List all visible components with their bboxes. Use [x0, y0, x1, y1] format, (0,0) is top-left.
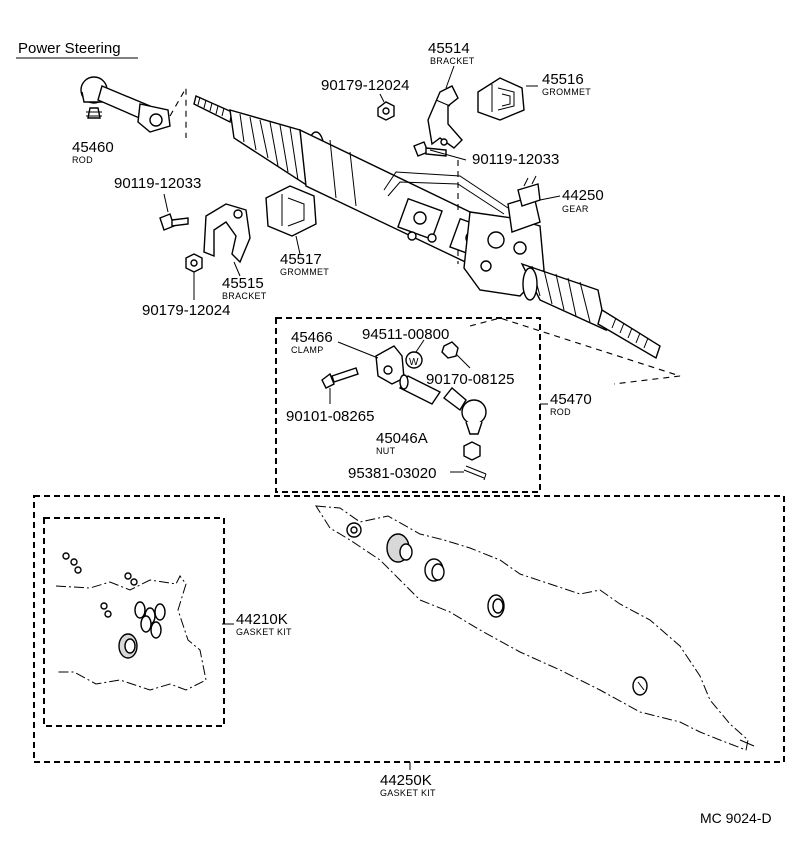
part-desc: BRACKET	[222, 291, 267, 301]
label-90101: 90101-08265	[286, 408, 374, 425]
label-95381: 95381-03020	[348, 465, 436, 482]
part-desc: GEAR	[562, 204, 589, 214]
bracket-icon[interactable]	[427, 85, 463, 149]
diagram-title: Power Steering	[18, 40, 121, 57]
bolt-top-leader	[429, 149, 467, 161]
castle-nut-icon[interactable]	[463, 441, 481, 461]
bolt-90101-icon[interactable]	[321, 367, 359, 389]
clamp-leader	[337, 341, 379, 359]
part-number: 45515	[222, 275, 264, 292]
part-desc: GASKET KIT	[236, 627, 292, 637]
label-44210K: 44210K GASKET KIT	[236, 611, 292, 637]
nut-bottom-icon[interactable]	[185, 253, 203, 273]
clamp-icon[interactable]	[375, 345, 405, 385]
label-45046A: 45046A NUT	[376, 430, 428, 456]
part-desc: GASKET KIT	[380, 788, 436, 798]
gasket-kit-box	[33, 495, 785, 763]
part-desc: GROMMET	[542, 87, 591, 97]
part-desc: BRACKET	[430, 56, 475, 66]
bolt-left-leader	[163, 193, 169, 213]
nut-top-leader	[379, 93, 385, 103]
bracket-left-icon[interactable]	[203, 203, 251, 264]
part-number: 45046A	[376, 430, 428, 447]
label-45460: 45460 ROD	[72, 139, 114, 165]
washer-mark: W	[409, 357, 419, 368]
nut-90170-leader	[455, 353, 471, 369]
cotter-pin-icon[interactable]	[463, 465, 487, 481]
part-number: 45516	[542, 71, 584, 88]
tie-rod-end-icon[interactable]	[80, 76, 171, 133]
label-90119-left: 90119-12033	[114, 175, 201, 192]
rod-assembly-box	[275, 317, 541, 493]
label-45514: 45514 BRACKET	[428, 40, 475, 66]
rod-tube-icon[interactable]	[398, 374, 442, 405]
label-44250K: 44250K GASKET KIT	[380, 772, 436, 798]
label-90179-bottom: 90179-12024	[142, 302, 230, 319]
grommet-icon[interactable]	[477, 77, 525, 121]
bracket-left-leader	[233, 261, 241, 277]
rod-assembly-guide	[469, 317, 681, 385]
part-desc: ROD	[550, 407, 571, 417]
nut-icon[interactable]	[377, 101, 395, 121]
label-45515: 45515 BRACKET	[222, 275, 267, 301]
grommet-left-icon[interactable]	[265, 185, 317, 237]
part-number: 44250	[562, 187, 604, 204]
part-desc: CLAMP	[291, 345, 324, 355]
ball-joint-icon[interactable]	[443, 386, 487, 435]
part-desc: GROMMET	[280, 267, 329, 277]
washer-icon[interactable]: W	[405, 351, 423, 369]
label-90119-top: 90119-12033	[472, 151, 559, 168]
part-number: 45470	[550, 391, 592, 408]
part-number: 45514	[428, 40, 470, 57]
part-number: 45466	[291, 329, 333, 346]
rack-housing-outline-icon[interactable]	[315, 505, 755, 751]
part-number: 44210K	[236, 611, 288, 628]
part-desc: NUT	[376, 446, 396, 456]
washer-leader	[415, 339, 425, 353]
label-90170: 90170-08125	[426, 371, 514, 388]
part-number: 44250K	[380, 772, 432, 789]
gasket-icon[interactable]	[55, 552, 207, 691]
label-45466: 45466 CLAMP	[291, 329, 333, 355]
label-45516: 45516 GROMMET	[542, 71, 591, 97]
gear-leader	[539, 195, 561, 201]
label-44250: 44250 GEAR	[562, 187, 604, 214]
label-45517: 45517 GROMMET	[280, 251, 329, 277]
bracket-leader	[445, 65, 455, 89]
steering-rack-icon[interactable]	[193, 95, 661, 360]
grommet-left-leader	[295, 235, 301, 255]
part-number: 45517	[280, 251, 322, 268]
bolt-left-icon[interactable]	[159, 213, 189, 231]
drawing-code: MC 9024-D	[700, 810, 772, 826]
tie-rod-dash-guide	[169, 85, 187, 138]
gasket-kit-inner-box	[43, 517, 225, 727]
label-45470: 45470 ROD	[550, 391, 592, 417]
nut-90170-icon[interactable]	[441, 341, 459, 359]
part-number: 45460	[72, 139, 114, 156]
label-94511: 94511-00800	[362, 326, 449, 343]
part-desc: ROD	[72, 155, 93, 165]
label-90179-top: 90179-12024	[321, 77, 409, 94]
